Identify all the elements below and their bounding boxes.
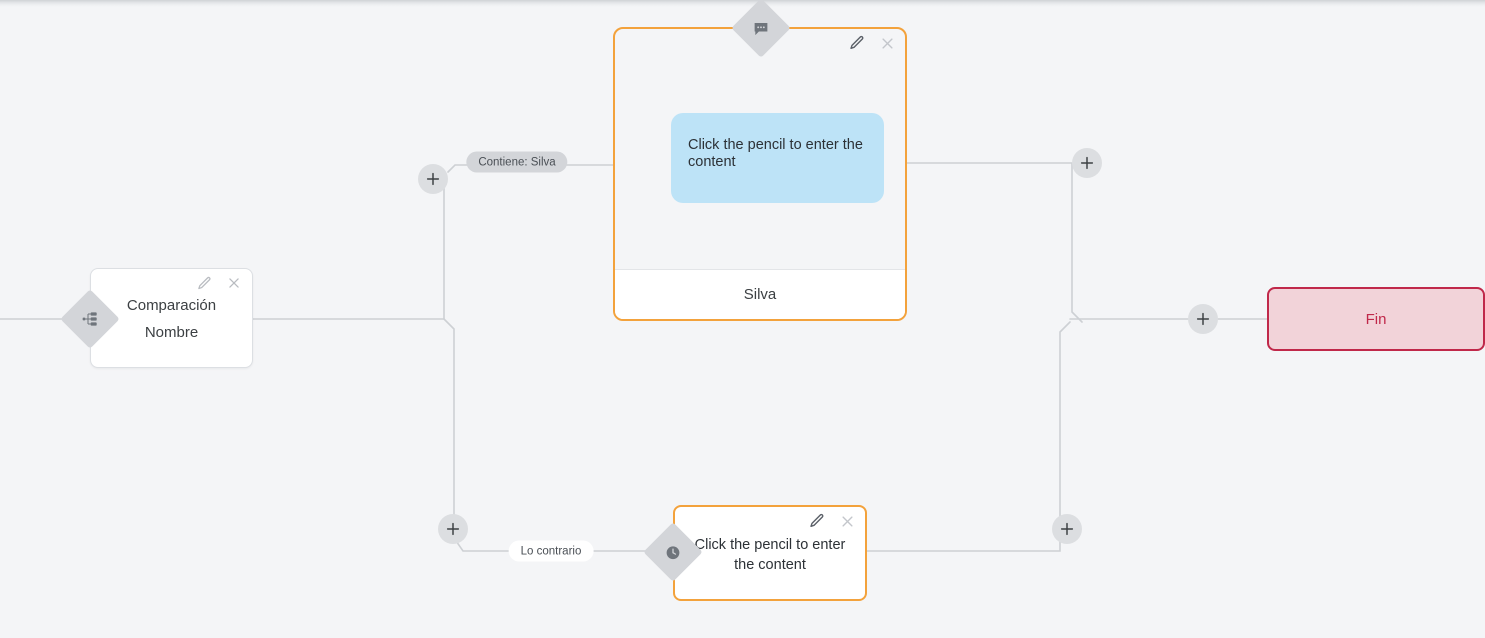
close-icon[interactable] — [226, 275, 242, 291]
edge-label-contiene-silva[interactable]: Contiene: Silva — [466, 151, 568, 173]
node-wait-message[interactable]: Click the pencil to enter the content — [673, 505, 867, 601]
plus-icon — [1195, 311, 1211, 327]
plus-icon — [425, 171, 441, 187]
node-end-label: Fin — [1365, 310, 1387, 328]
edge-comp-to-true — [252, 178, 445, 320]
node-comparison-badge — [60, 289, 120, 349]
add-branch-false-button[interactable] — [438, 514, 468, 544]
add-before-end-button[interactable] — [1188, 304, 1218, 334]
edge-wait-to-merge — [866, 321, 1071, 552]
node-end[interactable]: Fin — [1267, 287, 1485, 351]
chat-bubble: Click the pencil to enter the content — [671, 113, 884, 203]
add-branch-true-button[interactable] — [418, 164, 448, 194]
pencil-icon[interactable] — [849, 35, 865, 51]
node-comparison-title: Comparación — [126, 297, 217, 314]
clock-icon — [665, 544, 682, 561]
node-chat-body: Click the pencil to enter the content — [615, 29, 905, 272]
node-chat-badge — [731, 0, 791, 58]
plus-icon — [1059, 521, 1075, 537]
node-comparison-subtitle: Nombre — [144, 324, 199, 341]
node-chat-footer: Silva — [615, 269, 905, 319]
chat-bubble-icon — [753, 20, 770, 37]
edge-label-lo-contrario[interactable]: Lo contrario — [508, 540, 594, 562]
node-comparison-tools — [196, 275, 242, 291]
node-wait-badge — [643, 522, 703, 582]
node-chat-message[interactable]: Click the pencil to enter the content Si… — [613, 27, 907, 321]
edge-comp-to-false — [443, 318, 455, 521]
pencil-icon[interactable] — [809, 513, 825, 529]
node-wait-text: Click the pencil to enter the content — [694, 537, 846, 573]
pencil-icon[interactable] — [196, 275, 212, 291]
node-chat-tools — [849, 35, 895, 51]
plus-icon — [1079, 155, 1095, 171]
add-after-chat-button[interactable] — [1072, 148, 1102, 178]
node-wait-tools — [809, 513, 855, 529]
sitemap-branch-icon — [82, 311, 98, 327]
close-icon[interactable] — [839, 513, 855, 529]
edge-chat-to-merge — [906, 162, 1083, 323]
add-after-wait-button[interactable] — [1052, 514, 1082, 544]
close-icon[interactable] — [879, 35, 895, 51]
plus-icon — [445, 521, 461, 537]
